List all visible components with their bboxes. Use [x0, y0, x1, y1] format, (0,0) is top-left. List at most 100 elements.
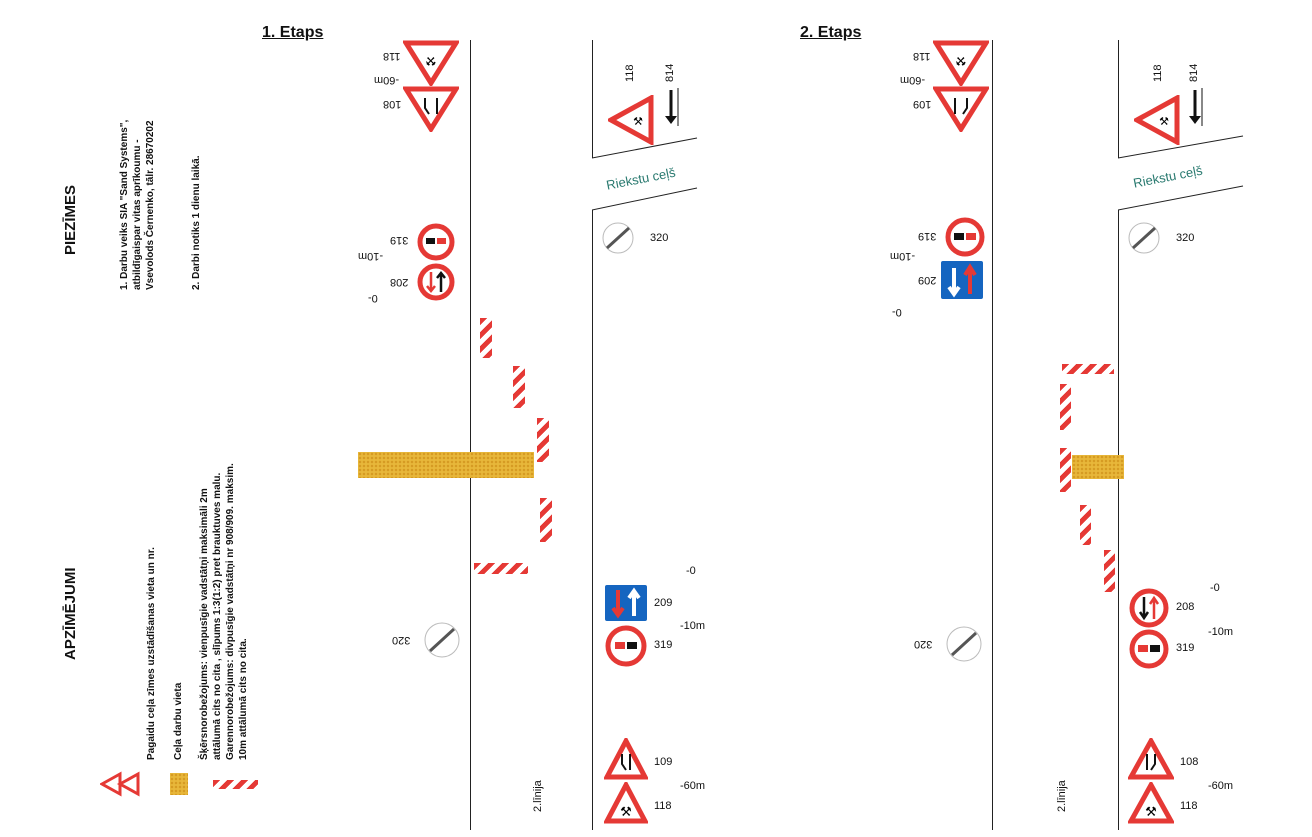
- stage2-sign-320-right: [1128, 222, 1160, 254]
- stage1-label-320-right: 320: [650, 232, 669, 244]
- stage1-bottom-dist-10: -10m: [680, 620, 706, 632]
- legend-heading: APZĪMĒJUMI: [62, 567, 79, 660]
- stage2-crossroad: [1118, 135, 1244, 211]
- stage1-label-118-right: 118: [624, 64, 636, 82]
- note-2: 2. Darbi notiks 1 dienu laikā.: [191, 155, 202, 291]
- stage1-work-area: [358, 452, 534, 478]
- stage1-line-label: 2.līnija: [532, 780, 544, 812]
- stage1-sign-208-top: [417, 263, 455, 301]
- stage2-label-108: 108: [1180, 756, 1199, 768]
- svg-text:⚒: ⚒: [425, 54, 436, 68]
- stage2-bottom-zero: -0: [1210, 582, 1220, 594]
- note-1-line-1: 1. Darbu veiks SIA "Sand Systems",: [119, 119, 130, 290]
- stage2-sign-319-bottom: [1129, 629, 1169, 669]
- stage1-sign-209-bottom: [605, 585, 647, 621]
- stage1-label-814-right: 814: [664, 63, 676, 82]
- svg-text:⚒: ⚒: [1159, 116, 1169, 128]
- stage1-road-right-top: [592, 40, 593, 158]
- svg-text:⚒: ⚒: [955, 54, 966, 68]
- stage1-sign-319-bottom: [605, 625, 647, 667]
- stage2-line-label: 2.līnija: [1056, 780, 1068, 812]
- stage2-bottom-dist-60: -60m: [1208, 780, 1234, 792]
- stage1-road-right-bottom: [592, 210, 593, 830]
- stage2-label-208: 208: [1176, 601, 1195, 613]
- stage1-crossroad: [592, 137, 698, 211]
- stage1-label-118: 118: [383, 50, 401, 62]
- stage1-barrier-4: [540, 498, 552, 542]
- stage2-sign-209-top: [941, 261, 983, 299]
- stage1-label-320-left: 320: [392, 634, 411, 646]
- stage2-sign-320-left: [946, 626, 982, 662]
- stage2-label-109: 109: [913, 98, 932, 110]
- stage1-bottom-zero: -0: [686, 565, 696, 577]
- stage1-label-319-bottom: 319: [654, 639, 673, 651]
- stage1-label-118-bottom: 118: [654, 800, 672, 812]
- stage2-dist-10: -10m: [890, 250, 916, 262]
- stage2-road-right-top: [1118, 40, 1119, 158]
- note-1-line-2: atbildīgaispar vitas aprīkoumu -: [132, 139, 143, 290]
- stage2-barrier-3: [1060, 448, 1071, 492]
- stage1-sign-108-top: [403, 86, 459, 132]
- legend-barrier-icon: [213, 780, 258, 789]
- barrier-line-1: Šķērsnorobežojums: vienpusīgie vadstātņi…: [199, 488, 210, 760]
- notes-heading: PIEZĪMES: [62, 184, 79, 255]
- stage1-label-108: 108: [383, 98, 402, 110]
- stage1-sign-118-right: ⚒: [608, 95, 654, 145]
- stage2-label-320-left: 320: [914, 638, 933, 650]
- stage1-barrier-3: [537, 418, 549, 462]
- stage2-road-right-bottom: [1118, 210, 1119, 830]
- stage2-barrier-2: [1060, 384, 1071, 430]
- svg-text:⚒: ⚒: [620, 804, 632, 819]
- stage2-sign-118-bottom: ⚒: [1128, 782, 1174, 824]
- stage2-road-left: [992, 40, 993, 830]
- stage2-label-118-bottom: 118: [1180, 800, 1198, 812]
- stage1-sign-109-bottom: [604, 738, 648, 780]
- stage2-label-118-right: 118: [1152, 64, 1164, 82]
- stage2-sign-814-right: [1189, 88, 1203, 126]
- stage1-label-109: 109: [654, 756, 673, 768]
- legend-signs-text: Pagaidu ceļa zīmes uzstādīšanas vieta un…: [146, 547, 157, 760]
- stage2-bottom-dist-10: -10m: [1208, 626, 1234, 638]
- note-1: 1. Darbu veiks SIA "Sand Systems", atbil…: [118, 120, 157, 290]
- stage2-sign-118-top: ⚒: [933, 40, 989, 86]
- stage1-sign-319-top: [417, 223, 455, 261]
- barrier-line-2: attālumā cits no cita , slīpums 1:3(1:2)…: [212, 472, 223, 760]
- note-1-line-3: Vsevolods Černenko, tālr. 28670202: [145, 120, 156, 290]
- stage1-road-left: [470, 40, 471, 830]
- stage1-label-319: 319: [390, 234, 409, 246]
- stage1-sign-118-top: ⚒: [403, 40, 459, 86]
- stage2-work-area: [1072, 455, 1124, 479]
- stage2-sign-118-right: ⚒: [1134, 95, 1180, 145]
- stage2-barrier-4: [1080, 505, 1091, 545]
- stage1-barrier-2: [513, 366, 525, 408]
- legend-work-icon: [170, 773, 188, 795]
- stage2-barrier-1: [1062, 364, 1114, 374]
- legend-sign-icons: [100, 760, 140, 805]
- stage1-barrier-1: [480, 318, 492, 358]
- stage2-label-319: 319: [918, 230, 937, 242]
- stage1-sign-118-bottom: ⚒: [604, 782, 648, 824]
- stage2-sign-109-top: [933, 86, 989, 132]
- stage1-label-208: 208: [390, 276, 409, 288]
- stage2-sign-208-bottom: [1129, 588, 1169, 628]
- stage2-barrier-5: [1104, 550, 1115, 592]
- stage2-sign-108-bottom: [1128, 738, 1174, 780]
- stage1-barrier-5: [474, 563, 528, 574]
- barrier-line-3: Garennorobežojums: divpusīgie vadstātņi …: [225, 463, 236, 760]
- stage1-bottom-dist-60: -60m: [680, 780, 706, 792]
- svg-text:⚒: ⚒: [1145, 804, 1157, 819]
- stage2-label-814-right: 814: [1188, 63, 1200, 82]
- stage1-sign-320-left: [424, 622, 460, 658]
- stage2-dist-60: -60m: [900, 74, 926, 86]
- svg-text:⚒: ⚒: [633, 116, 643, 128]
- stage1-sign-814-right: [665, 88, 679, 126]
- stage2-label-320-right: 320: [1176, 232, 1195, 244]
- legend-barrier-text: Šķērsnorobežojums: vienpusīgie vadstātņi…: [198, 463, 250, 760]
- stage1-title: 1. Etaps: [262, 24, 324, 41]
- stage1-sign-320-right: [602, 222, 634, 254]
- stage1-zero: 0-: [368, 292, 378, 304]
- stage2-label-209: 209: [918, 274, 937, 286]
- stage2-label-319-bottom: 319: [1176, 642, 1195, 654]
- stage2-sign-319-top: [945, 217, 985, 257]
- barrier-line-4: 10m attālumā cits no cita.: [238, 638, 249, 760]
